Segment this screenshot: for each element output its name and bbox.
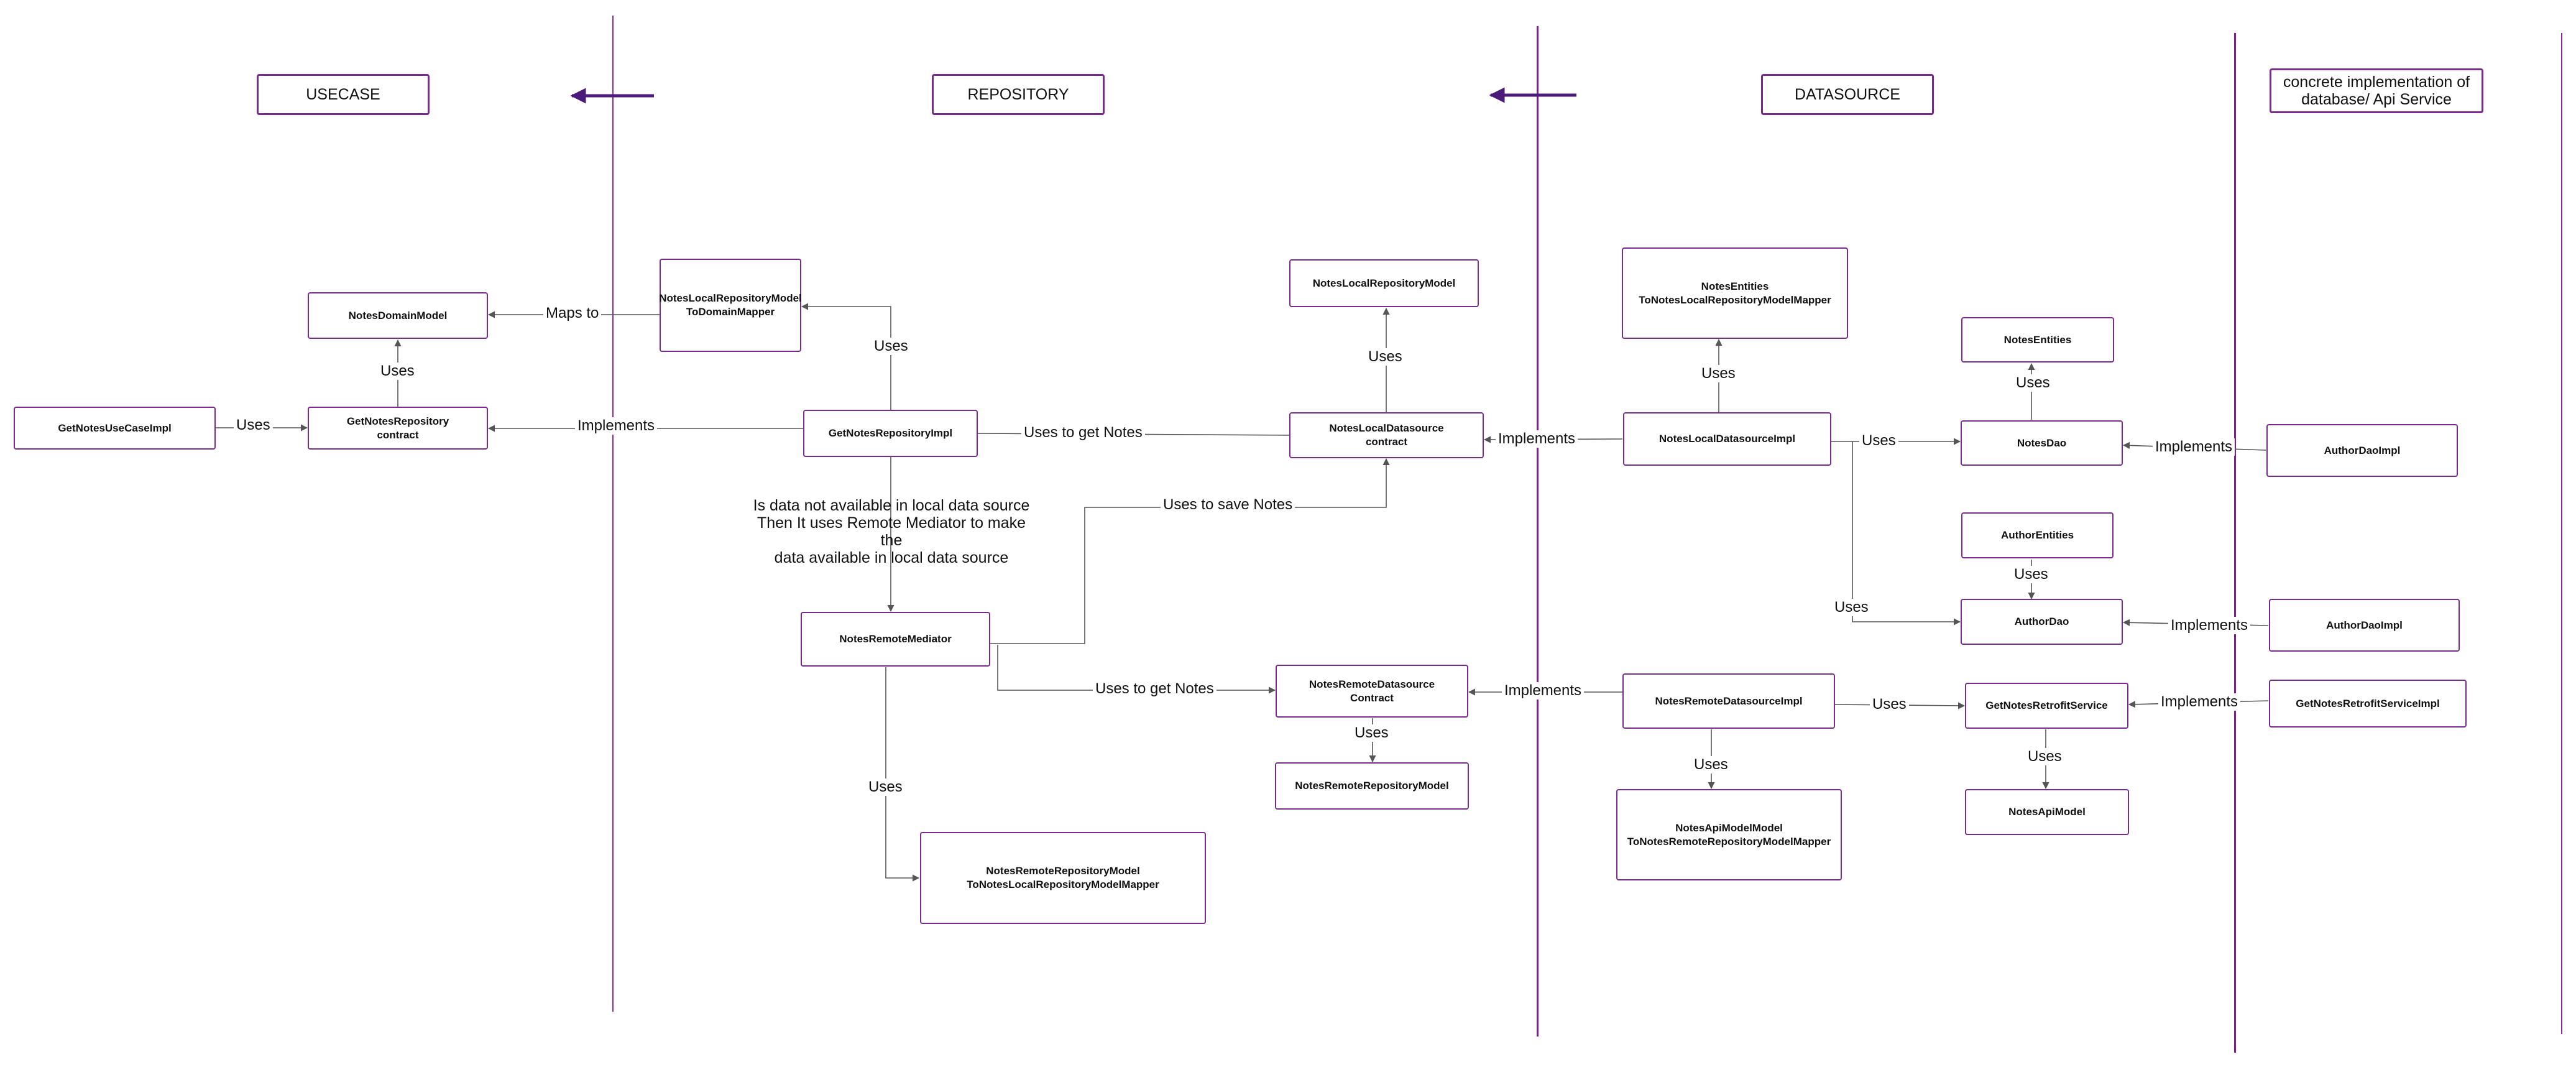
edge-label-uses-contract-domain: Uses — [378, 363, 417, 380]
node-notes-local-datasource-contract[interactable]: NotesLocalDatasource contract — [1289, 412, 1484, 458]
edge-label-implements-author-dao: Implements — [2168, 617, 2251, 634]
edge-label-uses-to-save-notes: Uses to save Notes — [1161, 496, 1295, 514]
edge-label-uses-notes-dao-entities: Uses — [2013, 374, 2053, 392]
edge-label-uses-author-dao-entities: Uses — [2012, 566, 2051, 583]
node-notes-remote-repository-model[interactable]: NotesRemoteRepositoryModel — [1275, 762, 1469, 810]
node-notes-dao[interactable]: NotesDao — [1961, 420, 2123, 466]
node-notes-local-repo-model-to-domain-mapper[interactable]: NotesLocalRepositoryModel ToDomainMapper — [659, 259, 802, 352]
node-get-notes-repository-contract[interactable]: GetNotesRepository contract — [308, 407, 488, 450]
node-get-notes-repository-impl[interactable]: GetNotesRepositoryImpl — [803, 410, 978, 457]
edge-label-uses-usecase-repo: Uses — [234, 417, 273, 434]
node-notes-entities-to-local-mapper[interactable]: NotesEntities ToNotesLocalRepositoryMode… — [1622, 247, 1848, 339]
node-notes-remote-repo-model-to-local-mapper[interactable]: NotesRemoteRepositoryModel ToNotesLocalR… — [920, 832, 1206, 924]
node-notes-domain-model[interactable]: NotesDomainModel — [308, 292, 488, 339]
edge-label-uses-mediator-mapper: Uses — [866, 778, 905, 796]
node-notes-remote-mediator[interactable]: NotesRemoteMediator — [801, 612, 990, 667]
layer-header-repository: REPOSITORY — [932, 74, 1105, 115]
edge-label-implements-notes-dao: Implements — [2153, 438, 2235, 456]
node-notes-local-datasource-impl[interactable]: NotesLocalDatasourceImpl — [1623, 412, 1831, 466]
edge-impl-uses-mapper — [801, 303, 891, 410]
edge-mediator-save-notes — [990, 458, 1390, 644]
node-notes-remote-datasource-impl[interactable]: NotesRemoteDatasourceImpl — [1622, 673, 1835, 729]
edge-label-implements-repo: Implements — [575, 417, 658, 435]
node-author-entities[interactable]: AuthorEntities — [1961, 512, 2114, 558]
edge-label-uses-remote-contract-model: Uses — [1352, 724, 1391, 742]
edge-label-implements-local-ds: Implements — [1496, 430, 1578, 448]
edge-label-uses-impl-mapper: Uses — [872, 338, 911, 355]
edge-label-uses-local-impl-author-dao: Uses — [1832, 599, 1871, 616]
node-get-notes-retrofit-service-impl[interactable]: GetNotesRetrofitServiceImpl — [2269, 680, 2467, 728]
node-author-dao-impl-2[interactable]: AuthorDaoImpl — [2269, 599, 2460, 652]
node-notes-remote-datasource-contract[interactable]: NotesRemoteDatasource Contract — [1276, 665, 1468, 718]
layer-header-concrete: concrete implementation of database/ Api… — [2270, 68, 2483, 113]
node-get-notes-usecase-impl[interactable]: GetNotesUseCaseImpl — [14, 407, 216, 450]
edge-label-uses-retrofit-api-model: Uses — [2025, 748, 2064, 765]
layer-divider-usecase-repository — [612, 16, 614, 1012]
edge-local-impl-uses-author-dao — [1852, 441, 1961, 626]
edge-label-uses-to-get-notes-local: Uses to get Notes — [1021, 424, 1145, 441]
edge-label-uses-local-contract-model: Uses — [1366, 348, 1405, 366]
edge-mediator-uses-mapper — [885, 667, 920, 882]
edge-label-uses-local-impl-mapper: Uses — [1699, 365, 1738, 382]
node-get-notes-retrofit-service[interactable]: GetNotesRetrofitService — [1965, 683, 2128, 729]
layer-header-usecase: USECASE — [257, 74, 430, 115]
node-author-dao-impl-1[interactable]: AuthorDaoImpl — [2266, 424, 2458, 477]
layer-header-datasource: DATASOURCE — [1761, 74, 1934, 115]
edge-label-uses-local-impl-notes-dao: Uses — [1859, 432, 1898, 450]
node-notes-api-model-to-remote-mapper[interactable]: NotesApiModelModel ToNotesRemoteReposito… — [1616, 789, 1842, 880]
node-notes-local-repository-model[interactable]: NotesLocalRepositoryModel — [1289, 259, 1479, 307]
layer-divider-datasource-concrete — [2234, 33, 2236, 1053]
node-author-dao[interactable]: AuthorDao — [1961, 599, 2123, 645]
edge-label-uses-to-get-notes-remote: Uses to get Notes — [1093, 680, 1217, 698]
node-notes-api-model[interactable]: NotesApiModel — [1965, 789, 2129, 835]
edge-label-uses-remote-impl-retrofit: Uses — [1870, 696, 1909, 713]
edge-label-maps-to: Maps to — [543, 305, 602, 322]
edge-label-implements-remote-ds: Implements — [1502, 682, 1585, 700]
layer-divider-right-edge — [2561, 33, 2562, 1034]
note-mediator-explanation: Is data not available in local data sour… — [753, 497, 1030, 566]
node-notes-entities[interactable]: NotesEntities — [1961, 317, 2114, 363]
edge-label-implements-retrofit: Implements — [2158, 693, 2241, 711]
edge-label-uses-remote-impl-mapper: Uses — [1691, 756, 1731, 774]
layer-divider-repository-datasource — [1537, 26, 1539, 1037]
